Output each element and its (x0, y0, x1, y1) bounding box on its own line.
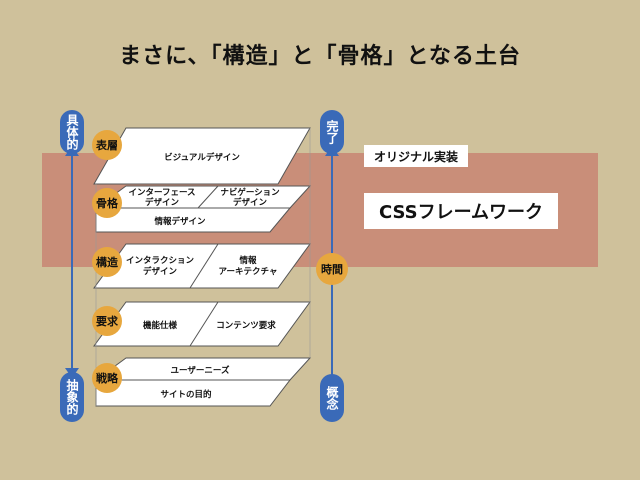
time-circle: 時間 (316, 253, 348, 285)
site-objectives-label: サイトの目的 (160, 389, 212, 400)
structure-divider (189, 243, 219, 289)
complete-pill: 完了 (320, 110, 344, 154)
navigation-design-label: ナビゲーション (220, 187, 280, 198)
svg-text:デザイン: デザイン (143, 266, 178, 277)
concrete-label: 具体的 (65, 114, 79, 150)
interaction-design-label: インタラクション (126, 255, 195, 266)
layer-scope-circle: 要求 (92, 306, 122, 336)
surface-plane (93, 127, 311, 185)
functional-spec-label: 機能仕様 (143, 320, 178, 331)
scope-divider (189, 301, 219, 347)
page-title: まさに、「構造」と「骨格」となる土台 (119, 44, 521, 69)
svg-text:デザイン: デザイン (233, 197, 268, 208)
skeleton-divider (197, 185, 219, 209)
time-label: 時間 (321, 263, 343, 276)
layer-strategy-name: 戦略 (96, 372, 118, 385)
abstract-label: 抽象的 (65, 379, 79, 415)
layer-surface-name: 表層 (96, 139, 118, 152)
layer-structure-circle: 構造 (92, 247, 122, 277)
css-framework-label: CSSフレームワーク (364, 193, 558, 229)
left-axis-line (71, 150, 73, 372)
abstract-pill: 抽象的 (60, 372, 84, 422)
layer-surface-circle: 表層 (92, 130, 122, 160)
original-implementation-label: オリジナル実装 (364, 145, 468, 167)
layer-structure-name: 構造 (96, 256, 118, 269)
visual-design-label: ビジュアルデザイン (164, 152, 240, 163)
information-architecture-label: 情報 (238, 255, 257, 266)
structure-plane (93, 243, 311, 289)
layer-strategy-circle: 戦略 (92, 363, 122, 393)
concept-label: 概念 (325, 386, 339, 410)
content-requirements-label: コンテンツ要求 (216, 320, 276, 331)
concrete-pill: 具体的 (60, 110, 84, 154)
scope-plane (93, 301, 311, 347)
complete-label: 完了 (325, 120, 339, 144)
layer-skeleton-circle: 骨格 (92, 188, 122, 218)
interface-design-label: インターフェース (128, 187, 195, 198)
concept-pill: 概念 (320, 374, 344, 422)
user-needs-label: ユーザーニーズ (171, 365, 230, 376)
svg-text:デザイン: デザイン (145, 197, 180, 208)
layer-skeleton-name: 骨格 (96, 197, 118, 210)
svg-text:アーキテクチャ: アーキテクチャ (219, 266, 278, 277)
layer-scope-name: 要求 (96, 315, 118, 328)
information-design-label: 情報デザイン (153, 216, 206, 227)
